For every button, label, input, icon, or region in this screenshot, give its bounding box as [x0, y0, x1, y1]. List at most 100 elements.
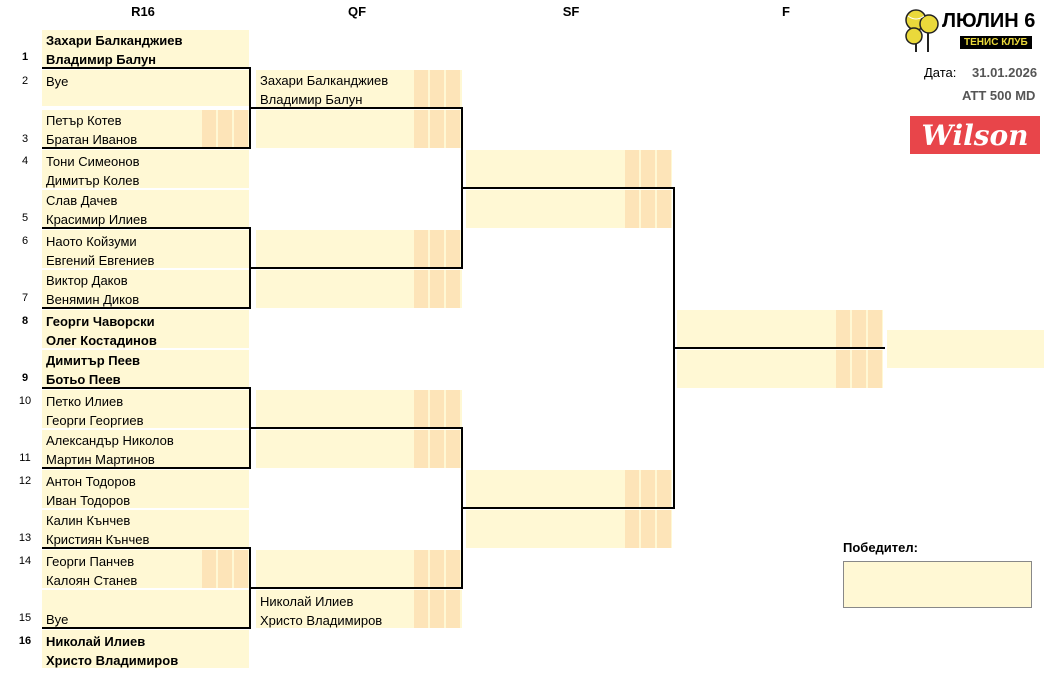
- qf-score[interactable]: [414, 590, 428, 628]
- seed-5: 5: [21, 212, 29, 224]
- tournament-name: ATT 500 MD: [962, 88, 1036, 103]
- r16-slot-1[interactable]: [42, 30, 249, 68]
- sf-score[interactable]: [641, 510, 655, 548]
- seed-6: 6: [21, 235, 29, 247]
- final-score[interactable]: [836, 310, 850, 348]
- sf-score[interactable]: [625, 150, 639, 188]
- winner-box[interactable]: [843, 561, 1032, 608]
- r16-player: Георги Георгиев: [46, 413, 144, 428]
- qf-score[interactable]: [430, 390, 444, 428]
- qf-score[interactable]: [430, 230, 444, 268]
- r16-score[interactable]: [218, 110, 232, 148]
- qf-score[interactable]: [414, 70, 428, 108]
- r16-player: Петър Котев: [46, 113, 122, 128]
- r16-slot-9[interactable]: [42, 350, 249, 388]
- r16-player: Николай Илиев: [46, 634, 146, 649]
- r16-score[interactable]: [234, 110, 248, 148]
- final-score[interactable]: [868, 350, 882, 388]
- r16-slot-13[interactable]: [42, 510, 249, 548]
- r16-slot-5[interactable]: [42, 190, 249, 228]
- qf-score[interactable]: [446, 550, 460, 588]
- r16-player: Георги Панчев: [46, 554, 135, 569]
- r16-slot-12[interactable]: [42, 470, 249, 508]
- qf-score[interactable]: [414, 430, 428, 468]
- r16-slot-11[interactable]: [42, 430, 249, 468]
- r16-slot-16[interactable]: [42, 630, 249, 668]
- qf-score[interactable]: [430, 270, 444, 308]
- bracket-line: [42, 387, 251, 389]
- r16-player: Мартин Мартинов: [46, 452, 155, 467]
- sf-score[interactable]: [641, 150, 655, 188]
- sf-score[interactable]: [657, 150, 671, 188]
- r16-score[interactable]: [218, 550, 232, 588]
- seed-15: 15: [18, 612, 32, 624]
- final-score[interactable]: [868, 310, 882, 348]
- sf-score[interactable]: [657, 510, 671, 548]
- final-score[interactable]: [852, 350, 866, 388]
- r16-score[interactable]: [202, 550, 216, 588]
- qf-score[interactable]: [414, 270, 428, 308]
- bracket-line: [249, 67, 251, 149]
- qf-score[interactable]: [414, 390, 428, 428]
- bracket-line: [461, 427, 463, 589]
- qf-score[interactable]: [430, 590, 444, 628]
- seed-13: 13: [18, 532, 32, 544]
- seed-7: 7: [21, 292, 29, 304]
- header-f: F: [782, 4, 790, 19]
- bracket-line: [251, 427, 463, 429]
- r16-score[interactable]: [202, 110, 216, 148]
- header-qf: QF: [347, 4, 367, 19]
- bracket-line: [673, 187, 675, 509]
- seed-12: 12: [18, 475, 32, 487]
- r16-slot-4[interactable]: [42, 150, 249, 188]
- sf-score[interactable]: [625, 510, 639, 548]
- qf-score[interactable]: [430, 430, 444, 468]
- seed-10: 10: [18, 395, 32, 407]
- qf-score[interactable]: [430, 550, 444, 588]
- r16-player: Димитър Колев: [46, 173, 140, 188]
- qf-score[interactable]: [446, 230, 460, 268]
- r16-slot-6[interactable]: [42, 230, 249, 268]
- qf-score[interactable]: [446, 430, 460, 468]
- qf-score[interactable]: [446, 390, 460, 428]
- sf-score[interactable]: [625, 190, 639, 228]
- qf-score[interactable]: [414, 110, 428, 148]
- qf-player: Николай Илиев: [260, 594, 354, 609]
- final-score[interactable]: [852, 310, 866, 348]
- r16-slot-2[interactable]: [42, 70, 249, 106]
- r16-player: Венямин Диков: [46, 292, 140, 307]
- final-score[interactable]: [836, 350, 850, 388]
- qf-score[interactable]: [414, 230, 428, 268]
- sf-score[interactable]: [641, 190, 655, 228]
- bracket-line: [42, 227, 251, 229]
- sf-score[interactable]: [625, 470, 639, 508]
- sf-score[interactable]: [657, 190, 671, 228]
- bracket-line: [249, 227, 251, 309]
- seed-2: 2: [21, 75, 29, 87]
- r16-player: Кристиян Кънчев: [46, 532, 150, 547]
- r16-score[interactable]: [234, 550, 248, 588]
- champion-slot[interactable]: [887, 330, 1044, 368]
- qf-score[interactable]: [446, 590, 460, 628]
- header-sf: SF: [562, 4, 580, 19]
- r16-slot-8[interactable]: [42, 310, 249, 348]
- qf-score[interactable]: [446, 270, 460, 308]
- qf-score[interactable]: [430, 110, 444, 148]
- qf-score[interactable]: [446, 110, 460, 148]
- r16-player: Александър Николов: [46, 433, 174, 448]
- r16-player: Христо Владимиров: [46, 653, 179, 668]
- qf-score[interactable]: [446, 70, 460, 108]
- qf-score[interactable]: [430, 70, 444, 108]
- qf-player: Захари Балканджиев: [260, 73, 389, 88]
- sf-score[interactable]: [657, 470, 671, 508]
- sf-score[interactable]: [641, 470, 655, 508]
- r16-player: Ботьо Пеев: [46, 372, 121, 387]
- r16-player: Антон Тодоров: [46, 474, 136, 489]
- r16-slot-10[interactable]: [42, 390, 249, 428]
- seed-8: 8: [21, 315, 29, 327]
- r16-slot-7[interactable]: [42, 270, 249, 308]
- bracket-line: [251, 267, 463, 269]
- r16-slot-15[interactable]: [42, 590, 249, 628]
- qf-score[interactable]: [414, 550, 428, 588]
- sponsor-name: Wilson: [921, 118, 1029, 152]
